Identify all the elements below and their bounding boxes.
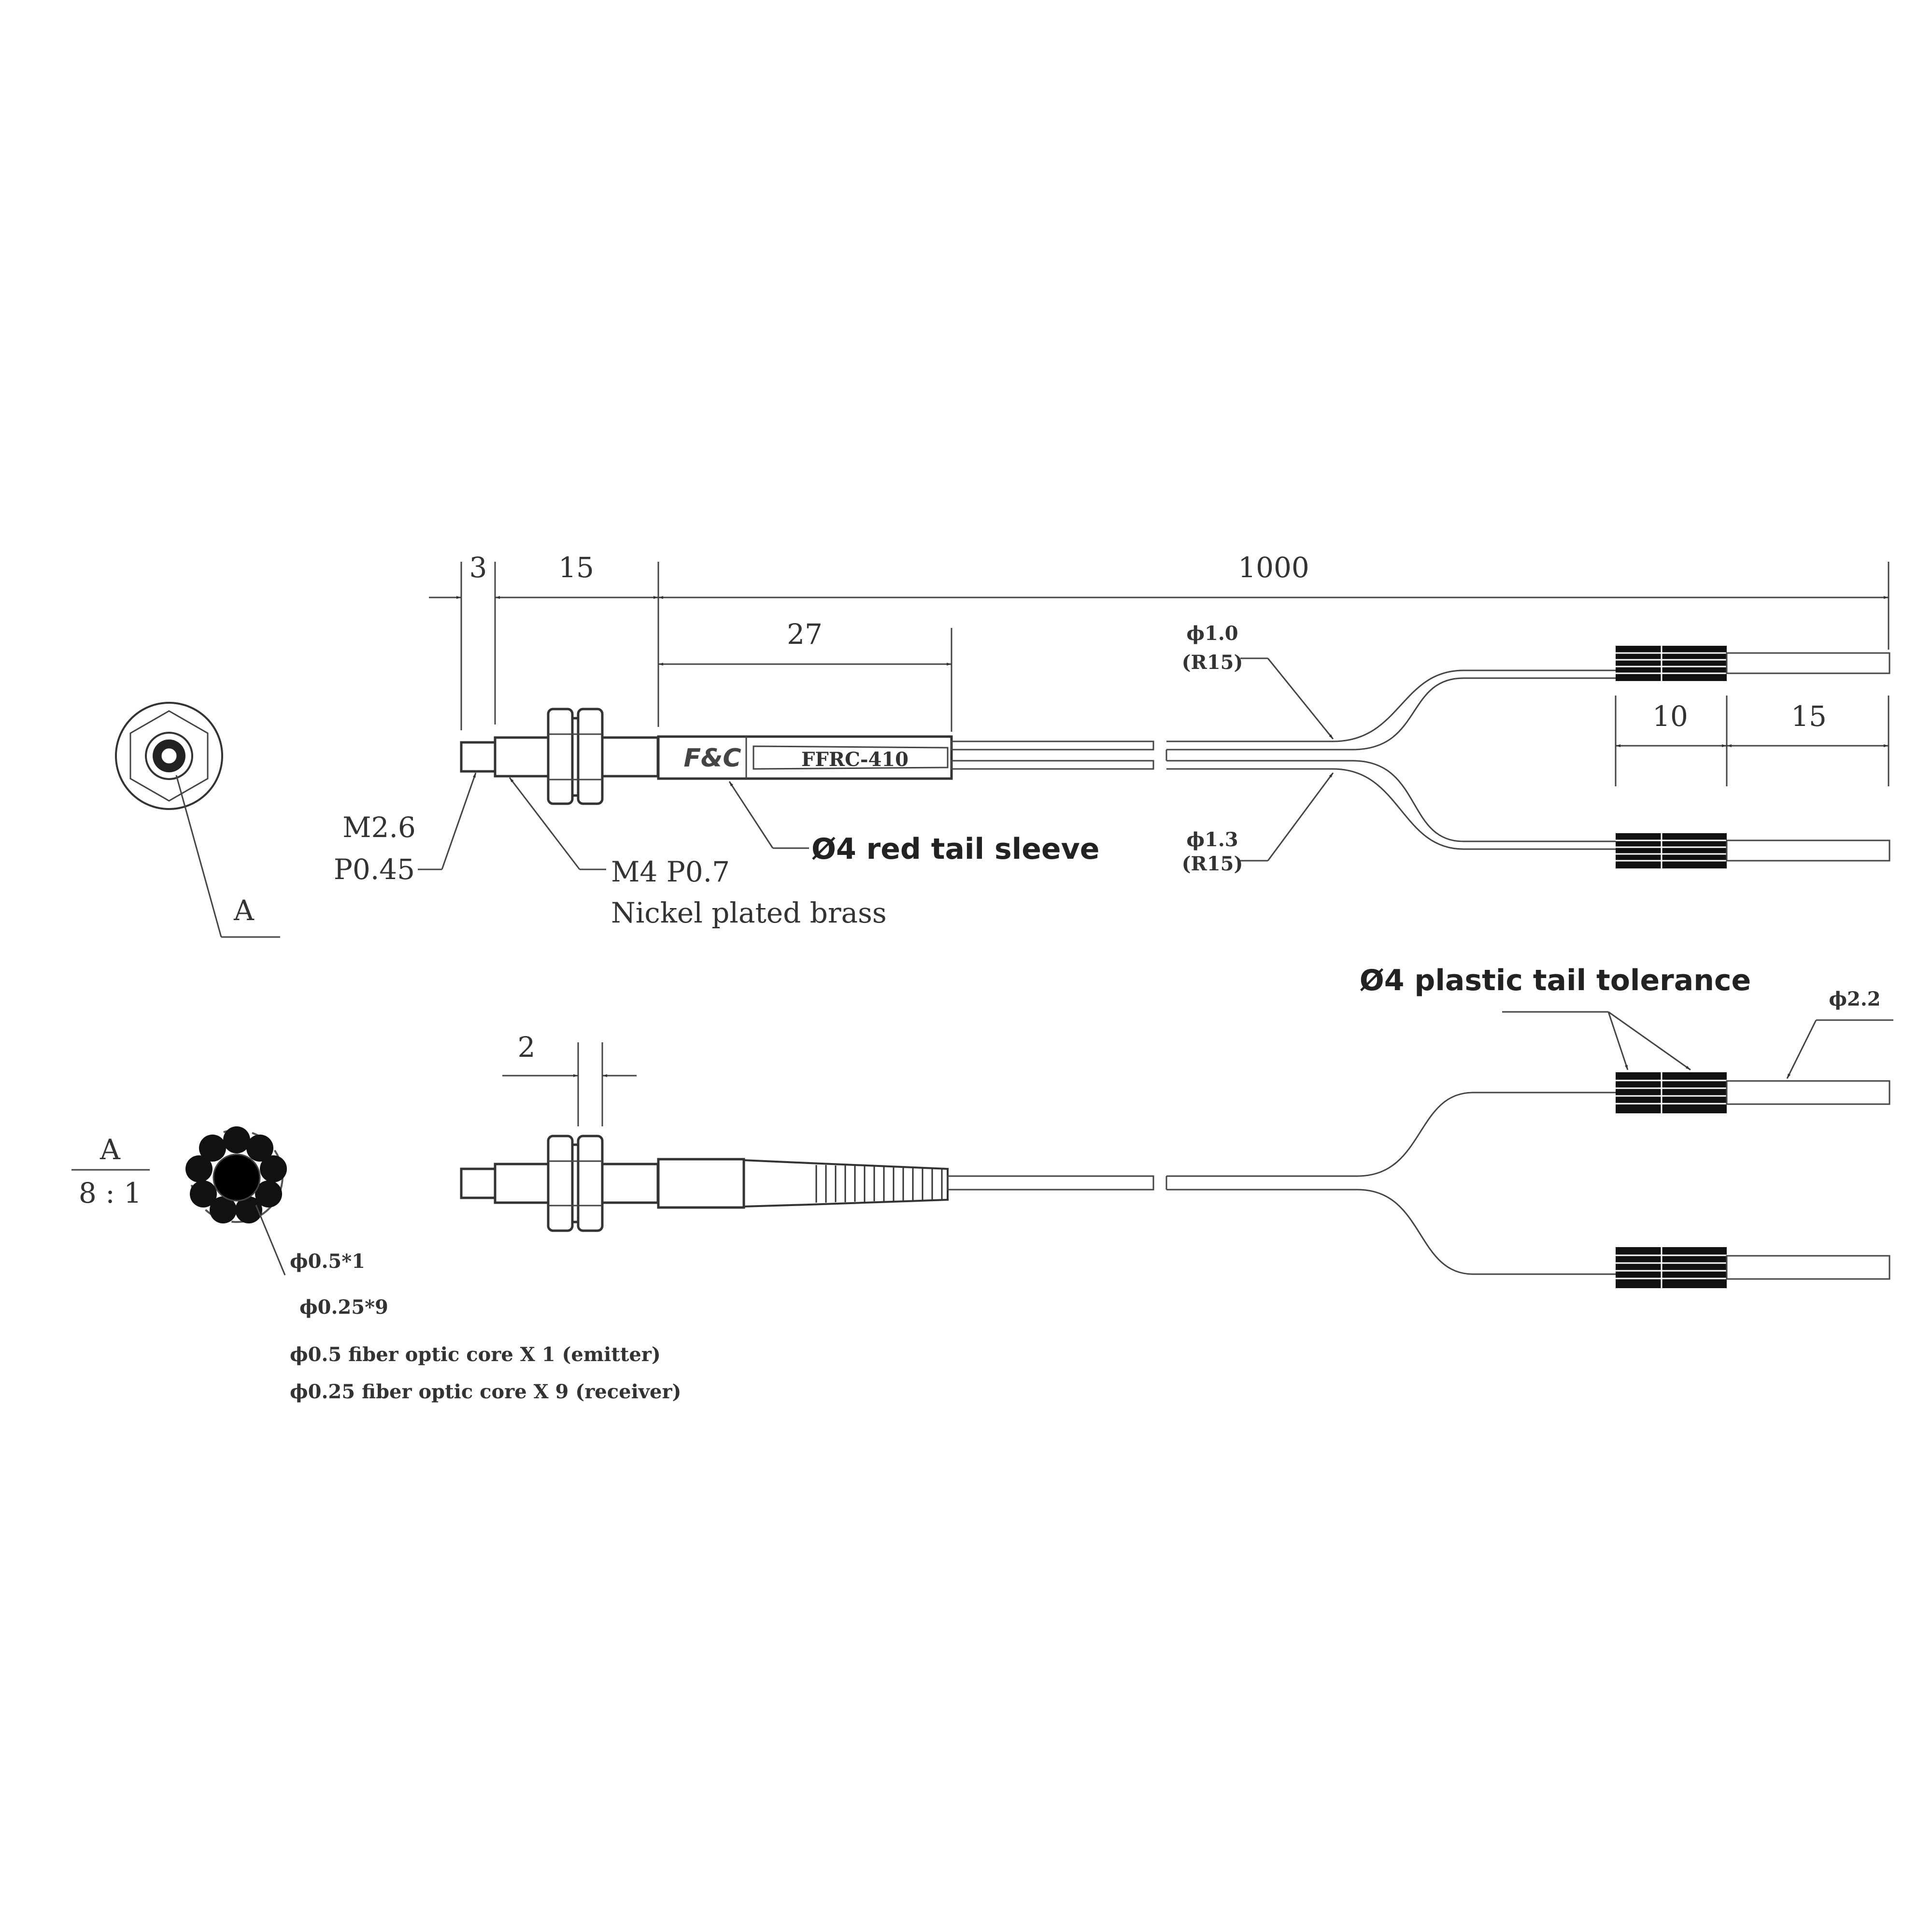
dim-total: 1000 [1238,551,1309,584]
upper-tip [1726,652,1890,674]
view-marker-a: A [233,894,255,927]
dim-thread: 15 [558,551,594,584]
tip-thread-size: M2.6 [342,811,416,844]
upper-fiber-radius: (R15) [1182,651,1243,674]
upper-clamp [1616,646,1727,681]
nut-2 [577,708,604,805]
emitter-core [213,1153,261,1202]
lower-fiber-radius: (R15) [1182,852,1243,875]
body-material: Nickel plated brass [611,896,887,929]
body-thread-size: M4 P0.7 [611,855,730,888]
lower-clamp [1616,833,1727,868]
nut-1 [547,708,574,805]
detail-scale: 8 : 1 [79,1177,142,1209]
lower-tip [1726,839,1890,862]
detail-a: A 8 : 1 ϕ0.5*1 ϕ0.25*9 ϕ0.5 fiber optic … [71,1126,681,1403]
dim-sleeve: 27 [787,618,823,651]
note-receiver: ϕ0.25 fiber optic core X 9 (receiver) [290,1380,681,1403]
tip-thread-pitch: P0.45 [334,853,415,886]
brand-label: F&C [683,744,741,773]
note-emitter: ϕ0.5 fiber optic core X 1 (emitter) [290,1343,661,1366]
bottom-view: 2 [460,964,1893,1288]
lower-fiber-diameter: ϕ1.3 [1186,828,1238,851]
dim-tip-end: 15 [1791,700,1827,733]
core-label: ϕ0.5*1 [290,1250,365,1273]
tip-diameter-label: ϕ2.2 [1829,988,1880,1010]
upper-fiber-diameter: ϕ1.0 [1186,622,1238,645]
detail-title: A [99,1133,121,1166]
tail-sleeve [657,735,953,780]
sleeve-note: Ø4 red tail sleeve [811,832,1099,866]
end-view: A [115,702,280,938]
plastic-tail-note: Ø4 plastic tail tolerance [1360,964,1751,997]
dim-nut: 2 [518,1031,536,1064]
dim-tip: 3 [469,551,487,584]
model-label: FFRC-410 [801,748,909,771]
fibers-label: ϕ0.25*9 [299,1296,388,1319]
top-view: 3 15 1000 27 F&C FFRC-410 [334,551,1890,929]
receiver-fibers [185,1126,287,1223]
sensor-tip [460,741,497,773]
dim-clamp: 10 [1652,700,1688,733]
